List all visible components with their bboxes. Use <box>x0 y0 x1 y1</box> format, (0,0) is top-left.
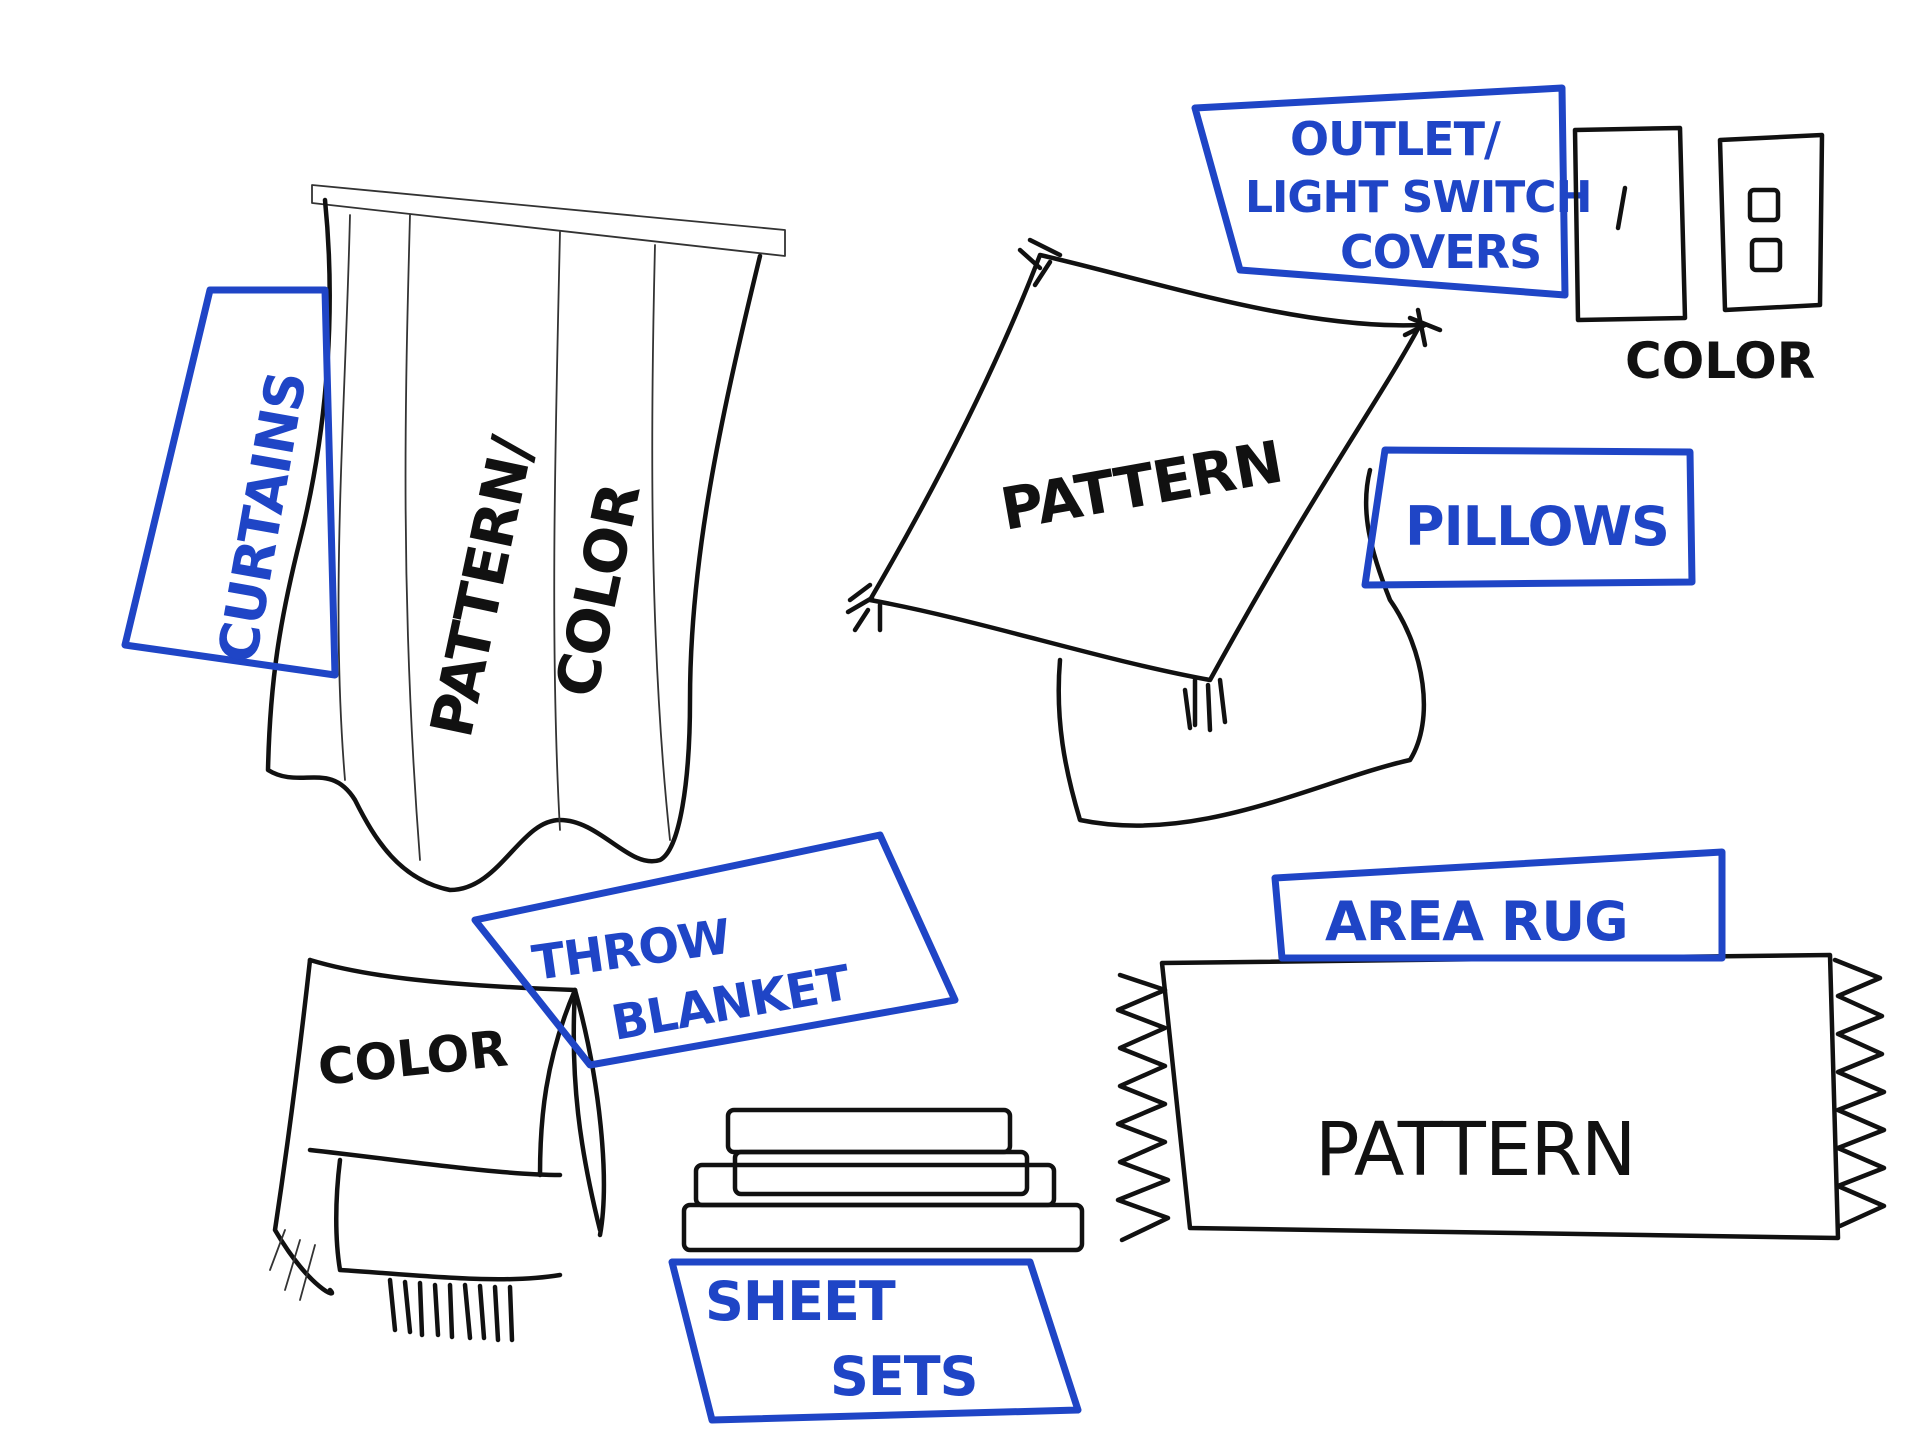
area-rug-label-text: AREA RUG <box>1325 890 1628 953</box>
outlet-label-line1: OUTLET/ <box>1290 112 1501 166</box>
curtain-annotation-line1: PATTERN/ <box>417 430 547 743</box>
sheet-stack-drawing <box>681 1107 1085 1253</box>
rug-drawing: PATTERN <box>1115 952 1887 1243</box>
curtain-annotation-line2: COLOR <box>542 477 653 702</box>
area-rug-label: AREA RUG <box>1271 848 1726 962</box>
pillows-label-text: PILLOWS <box>1405 495 1669 558</box>
curtains-label: CURTAINS <box>121 286 339 679</box>
switch-cover-annotation: COLOR <box>1625 332 1815 390</box>
sheet-label-line1: SHEET <box>705 1270 896 1333</box>
curtains-label-text: CURTAINS <box>206 368 319 668</box>
outlet-plate-drawing: COLOR <box>1625 132 1825 390</box>
throw-blanket-label: THROW BLANKET <box>471 831 959 1069</box>
sheet-label-line2: SETS <box>830 1345 978 1408</box>
pillows-label: PILLOWS <box>1361 446 1696 589</box>
outlet-label-line3: COVERS <box>1340 225 1541 279</box>
rug-annotation: PATTERN <box>1315 1107 1635 1193</box>
outlet-label-line2: LIGHT SWITCH <box>1245 172 1591 223</box>
curtain-drawing: PATTERN/ COLOR <box>265 184 786 893</box>
pillow-annotation: PATTERN <box>996 428 1287 544</box>
blanket-annotation: COLOR <box>315 1019 510 1097</box>
sheet-sets-label: SHEET SETS <box>668 1258 1082 1424</box>
outlet-label: OUTLET/ LIGHT SWITCH COVERS <box>1191 84 1592 299</box>
pillow-drawing: PATTERN <box>845 237 1443 828</box>
switch-plate-drawing <box>1572 125 1688 323</box>
